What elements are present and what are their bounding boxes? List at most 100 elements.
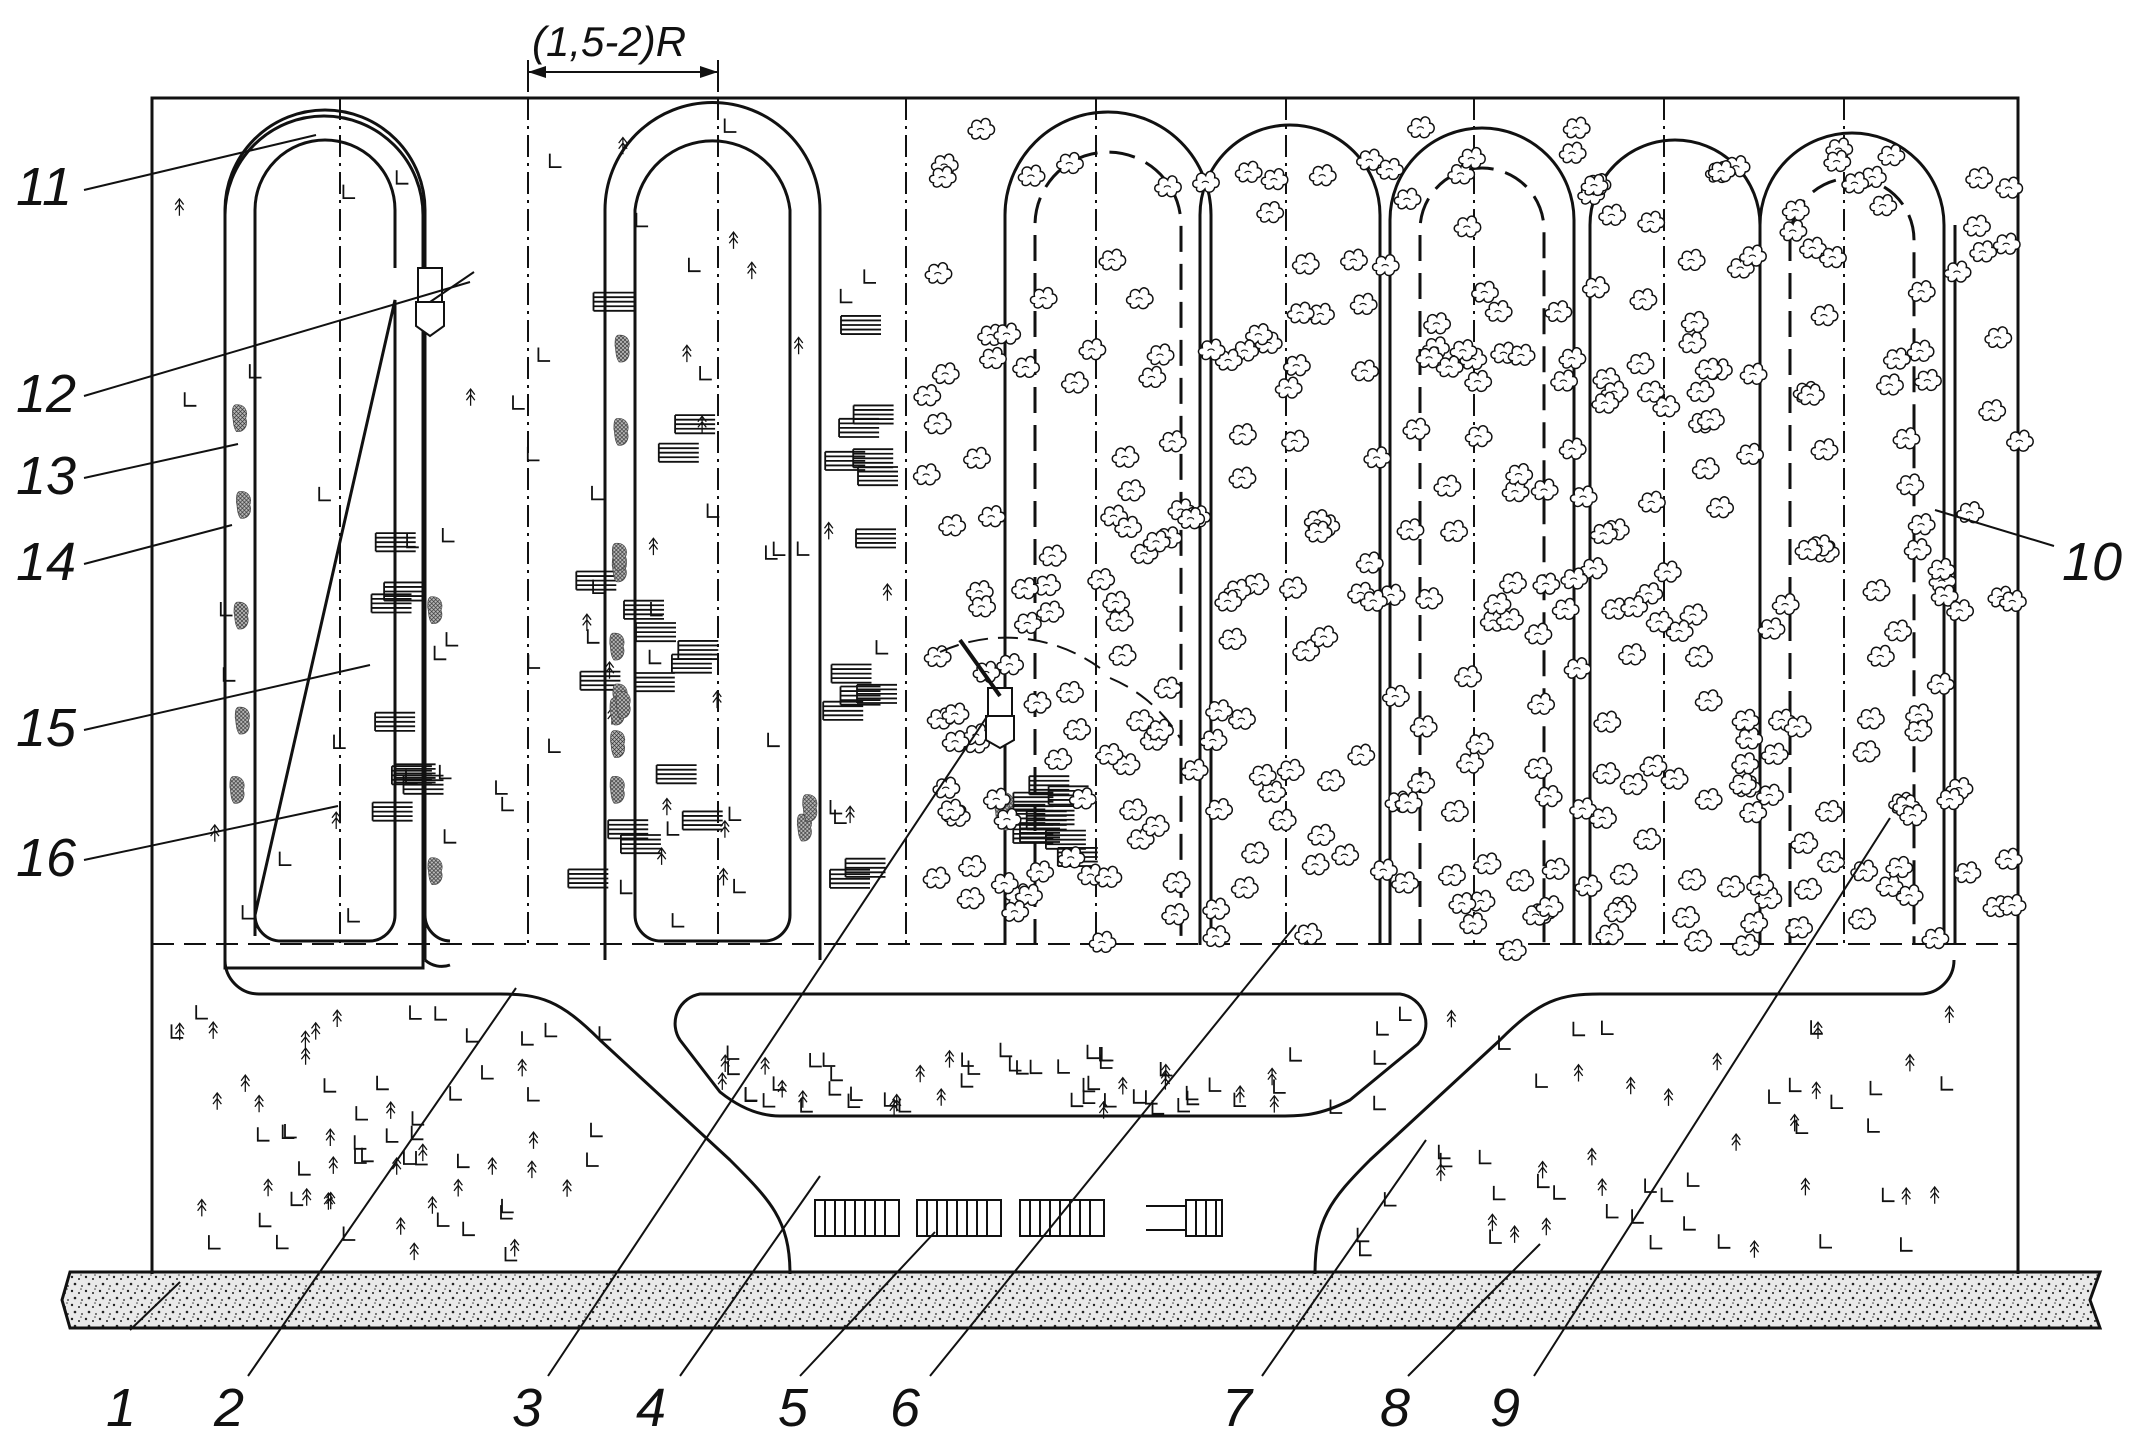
seedling-icon — [1160, 1063, 1171, 1083]
tree-crown-icon — [1310, 625, 1339, 648]
tree-crown-icon — [1760, 742, 1789, 765]
grass-icon — [635, 212, 649, 228]
tree-crown-icon — [1499, 571, 1527, 594]
tree-crown-icon — [1907, 513, 1936, 536]
grass-icon — [1492, 1185, 1507, 1201]
callout-4: 4 — [636, 1378, 666, 1438]
grass-icon — [1439, 1152, 1454, 1168]
tree-crown-icon — [1694, 689, 1723, 712]
seedling-icon — [453, 1178, 464, 1198]
seedling-icon — [1597, 1178, 1608, 1197]
tree-crown-icon — [1230, 876, 1259, 899]
tree-crown-icon — [931, 362, 960, 385]
seedling-icon — [509, 1238, 520, 1258]
tree-crown-icon — [1609, 862, 1638, 886]
grass-icon — [323, 1077, 338, 1093]
tree-crown-icon — [1248, 763, 1277, 787]
grass-icon — [436, 1211, 451, 1227]
tree-crown-icon — [1558, 141, 1587, 164]
tree-crown-icon — [1740, 911, 1769, 934]
tree-crown-icon — [1686, 380, 1715, 403]
grass-icon — [1819, 1233, 1833, 1249]
tree-crown-icon — [1653, 560, 1682, 583]
tree-crown-icon — [1241, 841, 1270, 864]
seedling-icon — [1944, 1005, 1955, 1024]
tree-crown-icon — [1921, 926, 1950, 950]
grass-icon — [772, 540, 787, 556]
tree-crown-icon — [1969, 240, 1998, 263]
tree-crown-icon — [1161, 903, 1190, 926]
tree-crown-icon — [1672, 905, 1700, 929]
log-pile-icon — [677, 639, 720, 661]
grass-icon — [809, 1052, 823, 1068]
tree-crown-icon — [1180, 758, 1209, 781]
tree-crown-icon — [1906, 339, 1935, 362]
grass-icon — [829, 799, 844, 815]
seedling-icon — [300, 1030, 311, 1049]
tree-crown-icon — [1637, 490, 1666, 513]
tree-crown-icon — [938, 514, 967, 537]
tree-crown-icon — [1347, 743, 1376, 766]
grass-icon — [548, 737, 562, 753]
tree-crown-icon — [1214, 589, 1243, 612]
seedling-icon — [310, 1022, 321, 1041]
seedling-icon — [823, 521, 834, 541]
seedling-icon — [1117, 1076, 1128, 1096]
tree-crown-icon — [1524, 622, 1553, 645]
grass-icon — [355, 1105, 369, 1121]
log-pile-icon — [681, 810, 724, 831]
tree-crown-icon — [1696, 408, 1725, 431]
tree-crown-icon — [1438, 863, 1466, 887]
grass-icon — [764, 544, 779, 560]
tree-crown-icon — [1448, 892, 1477, 915]
tree-crown-icon — [1620, 595, 1649, 618]
grass-icon — [1186, 1089, 1201, 1106]
tree-crown-icon — [1234, 160, 1263, 183]
grass-icon — [590, 1121, 604, 1138]
tree-crown-icon — [1680, 310, 1709, 334]
tree-crown-icon — [1731, 752, 1760, 775]
tree-crown-icon — [1199, 728, 1228, 752]
grass-icon — [1869, 1080, 1884, 1096]
tree-crown-icon — [941, 702, 970, 725]
tree-crown-icon — [1459, 912, 1488, 935]
grass-icon — [728, 805, 743, 821]
grass-icon — [744, 1086, 759, 1103]
harvester-machine-12 — [415, 267, 475, 338]
grass-icon — [548, 152, 563, 169]
tree-crown-icon — [1154, 175, 1182, 198]
grass-icon — [521, 1030, 535, 1046]
grass-icon — [850, 1085, 864, 1102]
seedling-icon — [1446, 1009, 1457, 1029]
grass-icon — [999, 1041, 1014, 1058]
callout-2: 2 — [213, 1378, 244, 1438]
seedling-icon — [1573, 1063, 1584, 1083]
seedling-icon — [395, 1217, 406, 1236]
grass-icon — [347, 907, 361, 923]
callout-16: 16 — [16, 828, 77, 888]
seedling-icon — [487, 1157, 498, 1176]
tree-crown-icon — [1660, 767, 1689, 790]
grass-icon — [395, 169, 410, 185]
brush-pile-icon — [613, 418, 629, 446]
tree-crown-icon — [1279, 576, 1307, 599]
grass-icon — [434, 1005, 448, 1021]
grass-icon — [619, 878, 634, 895]
tree-crown-icon — [1781, 198, 1810, 222]
tree-crown-icon — [1228, 466, 1257, 489]
grass-icon — [278, 850, 293, 866]
tree-crown-icon — [1119, 798, 1148, 821]
seedling-icon — [915, 1064, 926, 1084]
grass-icon — [275, 1234, 290, 1250]
seedling-icon — [845, 805, 856, 824]
tree-crown-icon — [1142, 530, 1171, 553]
tree-crown-icon — [1591, 391, 1620, 414]
grass-icon — [298, 1160, 312, 1176]
tree-crown-icon — [1192, 170, 1220, 193]
tree-crown-icon — [1464, 369, 1493, 393]
grass-icon — [1900, 1236, 1914, 1252]
grass-icon — [1489, 1228, 1503, 1244]
tree-crown-icon — [1396, 518, 1425, 541]
tree-crown-icon — [1790, 831, 1819, 854]
